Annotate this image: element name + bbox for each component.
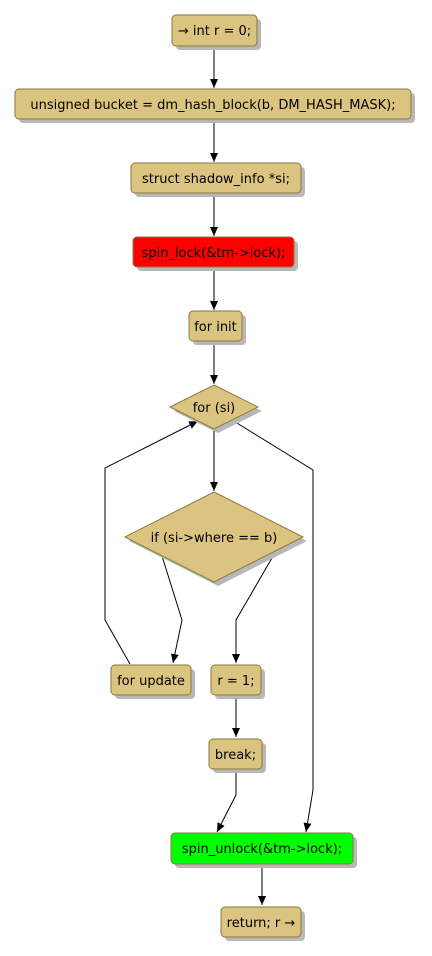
edge-update-loop-back bbox=[104, 420, 199, 665]
node-if-where: if (si->where == b) bbox=[123, 491, 307, 586]
edge-break-to-unlock bbox=[216, 769, 237, 833]
edge-if-to-r1 bbox=[232, 550, 277, 663]
node-bucket-label: unsigned bucket = dm_hash_block(b, DM_HA… bbox=[30, 98, 395, 113]
node-for-si: for (si) bbox=[168, 384, 262, 433]
node-break: break; bbox=[208, 738, 266, 773]
node-spin-unlock-label: spin_unlock(&tm->lock); bbox=[182, 842, 342, 857]
edge-forsi-to-unlock bbox=[231, 419, 314, 833]
node-for-init-label: for init bbox=[194, 320, 237, 335]
node-spin-lock-label: spin_lock(&tm->lock); bbox=[142, 246, 286, 261]
node-return-r: return; r → bbox=[220, 906, 305, 941]
node-bucket: unsigned bucket = dm_hash_block(b, DM_HA… bbox=[14, 88, 415, 123]
node-for-update: for update bbox=[110, 664, 195, 699]
node-init-r: → int r = 0; bbox=[171, 14, 261, 50]
node-r-eq-1: r = 1; bbox=[210, 664, 265, 699]
node-struct-si: struct shadow_info *si; bbox=[130, 162, 305, 197]
node-return-r-label: return; r → bbox=[227, 916, 296, 931]
node-init-r-label: → int r = 0; bbox=[178, 24, 251, 39]
node-spin-lock: spin_lock(&tm->lock); bbox=[132, 236, 298, 271]
node-break-label: break; bbox=[215, 748, 256, 763]
node-if-where-label: if (si->where == b) bbox=[151, 531, 278, 546]
edge-if-to-update bbox=[161, 555, 183, 664]
node-spin-unlock: spin_unlock(&tm->lock); bbox=[170, 832, 357, 868]
node-for-si-label: for (si) bbox=[193, 401, 236, 416]
node-for-init: for init bbox=[188, 310, 246, 345]
node-for-update-label: for update bbox=[117, 674, 185, 689]
node-struct-si-label: struct shadow_info *si; bbox=[142, 172, 290, 187]
edges bbox=[104, 46, 314, 905]
node-r-eq-1-label: r = 1; bbox=[217, 674, 254, 689]
